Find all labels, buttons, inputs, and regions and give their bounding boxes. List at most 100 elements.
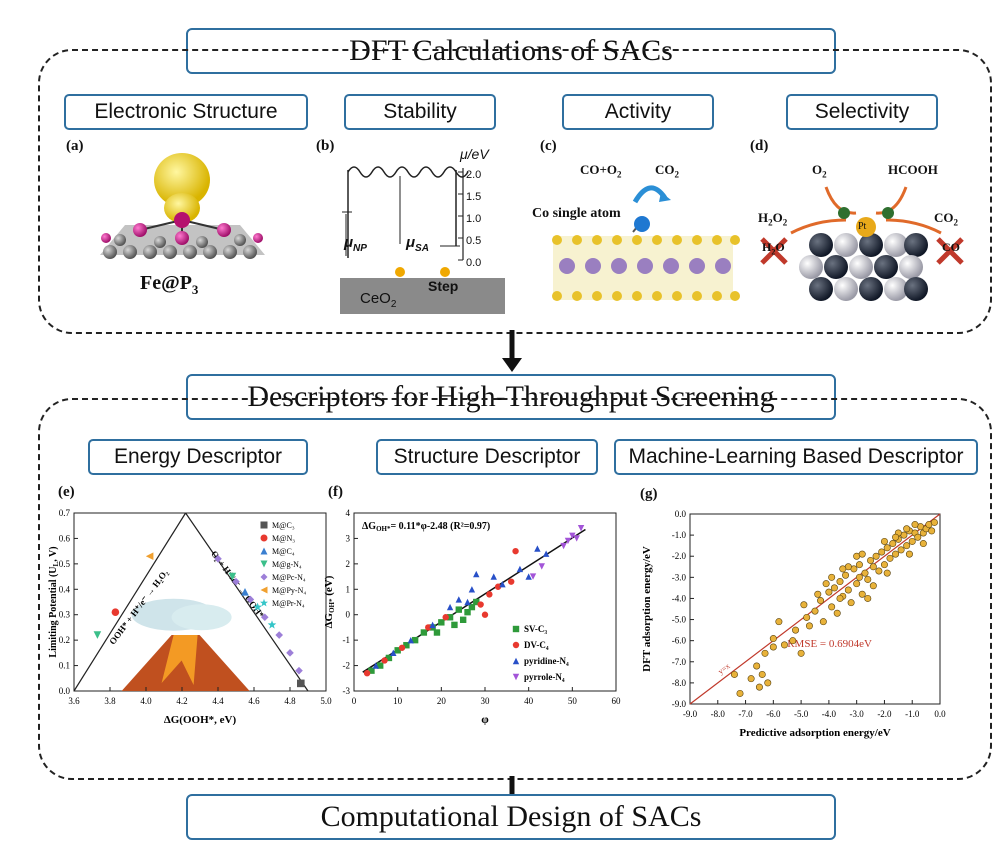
legend-label: M@Pc-N₄	[272, 573, 306, 582]
data-point	[758, 670, 766, 678]
data-point	[577, 525, 585, 532]
y-tick-label: 0.3	[59, 610, 71, 620]
data-point	[886, 554, 894, 562]
data-point	[883, 544, 891, 552]
data-point	[499, 581, 506, 588]
data-point	[464, 608, 471, 616]
title-descriptors: Descriptors for High-Throughput Screenin…	[186, 374, 836, 420]
legend-label: pyridine-N₄	[524, 656, 569, 666]
y-tick-label: -4.0	[672, 593, 687, 603]
x-tick-label: -7.0	[738, 709, 753, 719]
legend-label: DV-C₄	[524, 640, 549, 650]
data-point	[855, 573, 863, 581]
fit-equation: ΔGOH*= 0.11*φ-2.48 (R²=0.97)	[362, 521, 490, 533]
x-tick-label: 0	[352, 696, 357, 706]
h2o2-label: H2O2	[758, 210, 788, 228]
box-stability: Stability	[344, 94, 496, 130]
legend-label: M@Pr-N₄	[272, 599, 305, 608]
legend-marker	[260, 534, 268, 542]
data-point	[253, 602, 262, 611]
legend-marker	[512, 641, 520, 649]
fe-p3-caption: Fe@P3	[140, 272, 199, 297]
x-tick-label: -8.0	[711, 709, 726, 719]
data-point	[836, 594, 844, 602]
panel-e-label: (e)	[58, 484, 75, 500]
data-point	[858, 550, 866, 558]
data-point	[241, 588, 249, 596]
data-point	[368, 667, 375, 674]
data-point	[403, 642, 410, 649]
data-point	[864, 575, 872, 583]
data-point	[295, 666, 303, 675]
legend-label: pyrrole-N₄	[524, 672, 565, 682]
legend-marker	[512, 625, 520, 633]
legend-marker	[260, 598, 268, 607]
mu-axis-label: μ/eV	[460, 146, 489, 162]
x-tick-label: -3.0	[850, 709, 865, 719]
data-point	[564, 537, 572, 545]
x-axis-label: Predictive adsorption energy/eV	[739, 727, 890, 739]
y-tick-label: -9.0	[672, 699, 687, 709]
data-point	[286, 649, 294, 657]
data-point	[267, 620, 277, 629]
data-point	[214, 554, 222, 563]
data-point	[930, 518, 938, 526]
data-point	[833, 609, 841, 617]
data-point	[928, 527, 936, 535]
x-tick-label: 4.8	[284, 696, 296, 706]
pt-selectivity-structure	[760, 186, 964, 301]
volcano-right-line	[185, 512, 309, 692]
y-tick-label: 2	[346, 559, 351, 569]
data-point	[429, 621, 436, 629]
data-point	[433, 629, 441, 636]
data-point	[792, 626, 800, 634]
lava-shape	[161, 635, 198, 685]
data-point	[538, 563, 545, 570]
x-tick-label: -2.0	[877, 709, 892, 719]
legend-marker	[512, 657, 520, 665]
box-energy-descriptor: Energy Descriptor	[88, 439, 308, 475]
data-point	[736, 689, 744, 697]
data-point	[446, 614, 454, 621]
y-tick-label: -1.0	[672, 530, 687, 540]
data-point	[377, 662, 384, 669]
co2-product-label: CO2	[934, 210, 958, 228]
y-axis-label: Limiting Potential (UL, V)	[48, 546, 60, 657]
data-point	[398, 644, 406, 651]
data-point	[805, 622, 813, 630]
data-point	[875, 567, 883, 575]
legend-marker	[260, 521, 268, 529]
y-tick-label: -5.0	[672, 615, 687, 625]
volcano-left-line	[73, 512, 187, 692]
y-tick-label: 0.0	[675, 509, 687, 519]
data-point	[872, 552, 880, 560]
legend-label: M@g-N₄	[272, 560, 302, 569]
data-point	[481, 611, 489, 618]
data-point	[228, 572, 237, 581]
x-tick-label: 10	[393, 696, 403, 706]
x-axis-label: φ	[481, 712, 489, 725]
data-point	[477, 601, 484, 608]
box-activity: Activity	[562, 94, 714, 130]
legend-marker	[260, 586, 268, 594]
data-point	[905, 550, 913, 558]
data-point	[753, 662, 761, 670]
x-tick-label: 60	[612, 696, 622, 706]
data-point	[800, 601, 808, 609]
data-point	[560, 542, 567, 550]
y-tick-label: -1	[343, 635, 351, 645]
data-point	[869, 563, 877, 571]
data-point	[297, 679, 305, 688]
data-point	[516, 565, 524, 573]
data-point	[455, 596, 462, 603]
data-point	[459, 616, 467, 623]
x-tick-label: -9.0	[683, 709, 698, 719]
data-point	[525, 573, 532, 580]
data-point	[889, 540, 897, 548]
data-point	[780, 641, 788, 649]
data-point	[730, 670, 738, 678]
data-point	[490, 573, 497, 580]
